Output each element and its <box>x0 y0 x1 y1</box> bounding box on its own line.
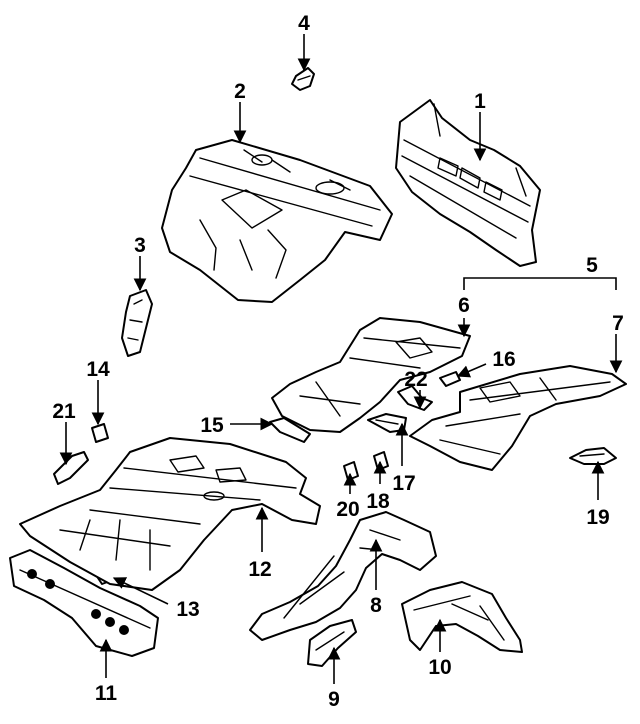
part-2-package-tray <box>161 139 393 303</box>
callout-16: 16 <box>492 348 515 371</box>
callout-7: 7 <box>612 312 624 335</box>
part-1-rear-body-panel <box>395 99 541 267</box>
part-6-floor-pan <box>271 317 471 433</box>
callout-2: 2 <box>234 80 246 103</box>
leader-13 <box>112 577 169 605</box>
callout-22: 22 <box>404 368 427 391</box>
callout-labels: 1 2 3 4 5 6 7 8 9 10 11 12 13 14 15 16 1… <box>52 12 624 711</box>
part-3-side-extension <box>121 289 153 357</box>
leader-lines <box>59 34 623 684</box>
callout-8: 8 <box>370 594 382 617</box>
part-7-rear-floor-pan <box>409 365 627 471</box>
part-20-clip <box>343 461 359 481</box>
callout-15: 15 <box>200 414 224 437</box>
part-12-floor <box>19 437 321 591</box>
part-10-wheelhouse-outer <box>401 581 523 653</box>
callout-6: 6 <box>458 294 470 317</box>
leader-5 <box>463 277 617 290</box>
part-16-bracket <box>439 371 461 387</box>
part-4-bracket <box>291 67 315 91</box>
callout-14: 14 <box>86 358 110 381</box>
callout-21: 21 <box>52 400 76 423</box>
part-11-rear-crossmember <box>9 549 159 657</box>
callout-18: 18 <box>366 490 390 513</box>
callout-9: 9 <box>328 688 340 711</box>
callout-12: 12 <box>248 558 271 581</box>
part-21-reinforcement <box>53 451 89 485</box>
callout-11: 11 <box>95 682 118 705</box>
part-17-bracket <box>367 413 407 433</box>
part-8-wheelhouse-inner <box>249 511 437 641</box>
callout-20: 20 <box>336 498 359 521</box>
callout-13: 13 <box>176 598 199 621</box>
part-18-clip <box>373 451 389 471</box>
callout-17: 17 <box>392 472 415 495</box>
part-9-brace <box>307 619 357 667</box>
part-19-bracket <box>569 447 617 465</box>
part-15-bracket <box>269 417 311 443</box>
part-14-clip <box>91 423 109 443</box>
callout-1: 1 <box>474 90 486 113</box>
callout-5: 5 <box>586 254 598 277</box>
callout-10: 10 <box>428 656 451 679</box>
callout-19: 19 <box>586 506 609 529</box>
callout-3: 3 <box>134 234 146 257</box>
callout-4: 4 <box>298 12 310 35</box>
leader-16 <box>456 363 487 378</box>
